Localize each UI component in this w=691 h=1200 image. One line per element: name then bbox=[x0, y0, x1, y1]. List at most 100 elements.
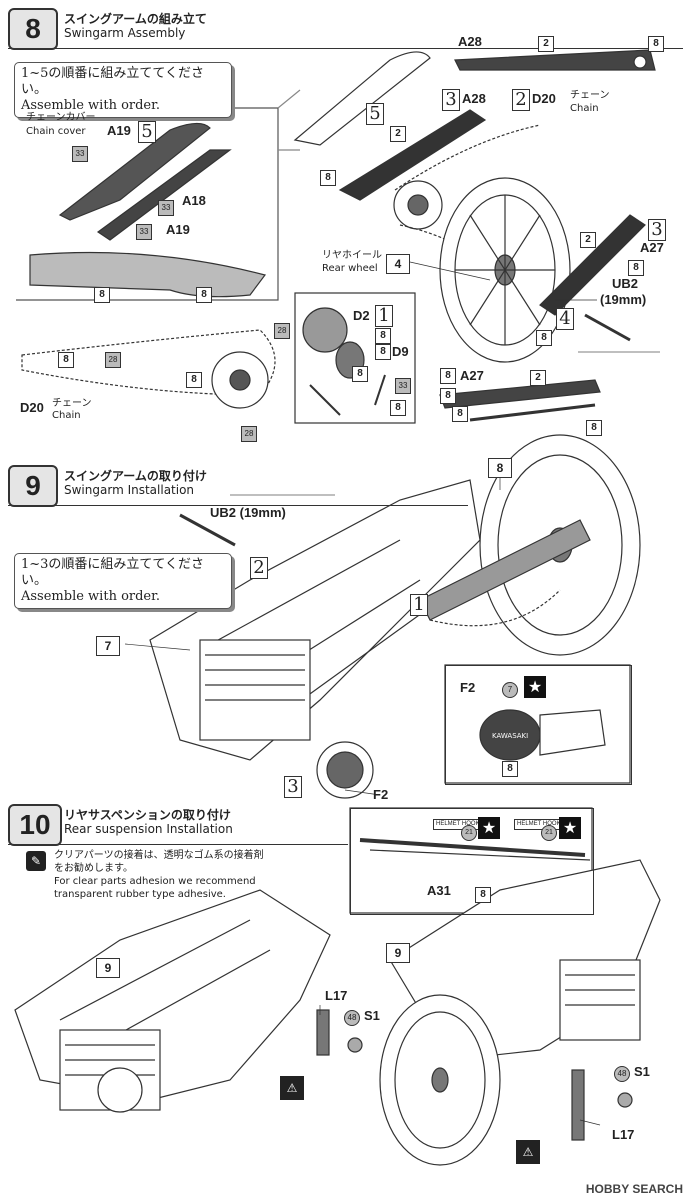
order-note-en: Assemble with order. bbox=[21, 98, 161, 113]
order-5: 5 bbox=[366, 103, 384, 125]
order-1: 1 bbox=[375, 305, 393, 327]
a31-detail-inset: HELMET HOOK 21 ★ HELMET HOOK 21 ★ A31 8 bbox=[350, 808, 594, 915]
paint-48: 48 bbox=[344, 1010, 360, 1026]
step-9-header: 9 スイングアームの取り付け Swingarm Installation bbox=[8, 465, 683, 507]
paint-7: 7 bbox=[502, 682, 518, 698]
paint-21: 21 bbox=[541, 825, 557, 841]
part-l17: L17 bbox=[325, 988, 348, 1003]
paint-33: 33 bbox=[72, 146, 88, 162]
part-a28: A28 bbox=[458, 34, 482, 49]
part-s1: S1 bbox=[634, 1064, 650, 1079]
paint-8: 8 bbox=[628, 260, 644, 276]
paint-8: 8 bbox=[320, 170, 336, 186]
step-divider bbox=[8, 505, 468, 506]
label-7: 7 bbox=[96, 636, 120, 656]
paint-2: 2 bbox=[530, 370, 546, 386]
part-ub2-length: (19mm) bbox=[600, 292, 647, 307]
cover-emblem-text: KAWASAKI bbox=[492, 732, 529, 740]
chain-label-jp: チェーン bbox=[570, 90, 610, 101]
part-f2: F2 bbox=[373, 787, 389, 802]
part-a31: A31 bbox=[427, 883, 451, 898]
paint-8: 8 bbox=[196, 287, 212, 303]
paint-8: 8 bbox=[586, 420, 602, 436]
step-divider bbox=[8, 844, 348, 845]
paint-8: 8 bbox=[375, 328, 391, 344]
glue-icon: ⚠ bbox=[280, 1076, 304, 1100]
order-note: 1~3の順番に組み立ててください。 Assemble with order. bbox=[14, 553, 232, 609]
glue-tip-icon: ✎ bbox=[26, 851, 46, 871]
label-8: 8 bbox=[488, 458, 512, 478]
part-a19: A19 bbox=[107, 123, 131, 138]
part-d20: D20 bbox=[532, 91, 556, 106]
paint-8: 8 bbox=[475, 887, 491, 903]
paint-8: 8 bbox=[352, 366, 368, 382]
order-5: 5 bbox=[138, 121, 156, 143]
paint-8: 8 bbox=[536, 330, 552, 346]
paint-21: 21 bbox=[461, 825, 477, 841]
order-2: 2 bbox=[512, 89, 530, 111]
part-ub2: UB2 bbox=[612, 276, 639, 291]
star-icon: ★ bbox=[559, 817, 581, 839]
paint-2: 2 bbox=[390, 126, 406, 142]
paint-8: 8 bbox=[186, 372, 202, 388]
part-a18: A18 bbox=[182, 193, 206, 208]
step-8-header: 8 スイングアームの組み立て Swingarm Assembly bbox=[8, 8, 683, 50]
adhesive-tip-en: For clear parts adhesion we recommend tr… bbox=[54, 876, 256, 900]
part-d9: D9 bbox=[392, 344, 409, 359]
step-number: 10 bbox=[8, 804, 62, 846]
step-title-en: Swingarm Assembly bbox=[64, 26, 186, 40]
part-d2: D2 bbox=[353, 308, 370, 323]
part-s1: S1 bbox=[364, 1008, 380, 1023]
watermark: HOBBY SEARCH bbox=[585, 1182, 683, 1196]
chain-label-jp: チェーン bbox=[52, 398, 92, 409]
order-note: 1~5の順番に組み立ててください。 Assemble with order. bbox=[14, 62, 232, 118]
paint-8: 8 bbox=[375, 344, 391, 360]
adhesive-tip-jp: クリアパーツの接着は、透明なゴム系の接着剤をお勧めします。 bbox=[54, 850, 264, 874]
label-9: 9 bbox=[386, 943, 410, 963]
step-number: 9 bbox=[8, 465, 58, 507]
order-note-jp: 1~3の順番に組み立ててください。 bbox=[21, 557, 205, 588]
part-a19: A19 bbox=[166, 222, 190, 237]
step-title-en: Swingarm Installation bbox=[64, 483, 195, 497]
paint-4: 4 bbox=[386, 254, 410, 274]
paint-2: 2 bbox=[580, 232, 596, 248]
part-a28: A28 bbox=[462, 91, 486, 106]
paint-8: 8 bbox=[452, 406, 468, 422]
order-4: 4 bbox=[556, 308, 574, 330]
chain-label-en: Chain bbox=[570, 103, 599, 114]
order-note-jp: 1~5の順番に組み立ててください。 bbox=[21, 66, 205, 97]
label-9: 9 bbox=[96, 958, 120, 978]
rear-wheel-label-jp: リヤホイール bbox=[322, 250, 382, 261]
paint-28: 28 bbox=[241, 426, 257, 442]
step-number: 8 bbox=[8, 8, 58, 50]
paint-33: 33 bbox=[158, 200, 174, 216]
paint-8: 8 bbox=[502, 761, 518, 777]
part-l17: L17 bbox=[612, 1127, 635, 1142]
part-ub2: UB2 (19mm) bbox=[210, 505, 286, 520]
adhesive-tip-text: クリアパーツの接着は、透明なゴム系の接着剤をお勧めします。 For clear … bbox=[54, 849, 264, 901]
paint-8: 8 bbox=[390, 400, 406, 416]
order-1: 1 bbox=[410, 594, 428, 616]
paint-28: 28 bbox=[105, 352, 121, 368]
step-title-jp: リヤサスペンションの取り付け bbox=[64, 808, 231, 822]
step-title-jp: スイングアームの取り付け bbox=[64, 469, 207, 483]
rear-wheel-label-en: Rear wheel bbox=[322, 263, 378, 274]
paint-8: 8 bbox=[440, 388, 456, 404]
paint-28: 28 bbox=[274, 323, 290, 339]
glue-icon: ⚠ bbox=[516, 1140, 540, 1164]
part-a27: A27 bbox=[460, 368, 484, 383]
paint-48: 48 bbox=[614, 1066, 630, 1082]
part-f2: F2 bbox=[460, 680, 476, 695]
f2-detail-inset: F2 7 ★ KAWASAKI 8 bbox=[445, 665, 632, 785]
chain-cover-label-en: Chain cover bbox=[26, 126, 86, 137]
order-3: 3 bbox=[648, 219, 666, 241]
step-title-jp: スイングアームの組み立て bbox=[64, 12, 207, 26]
step-title-en: Rear suspension Installation bbox=[64, 822, 233, 836]
paint-2: 2 bbox=[538, 36, 554, 52]
star-icon: ★ bbox=[478, 817, 500, 839]
step-divider bbox=[8, 48, 683, 49]
part-d20: D20 bbox=[20, 400, 44, 415]
paint-8: 8 bbox=[58, 352, 74, 368]
order-2: 2 bbox=[250, 557, 268, 579]
helmet-hook-label: HELMET HOOK bbox=[514, 819, 564, 830]
